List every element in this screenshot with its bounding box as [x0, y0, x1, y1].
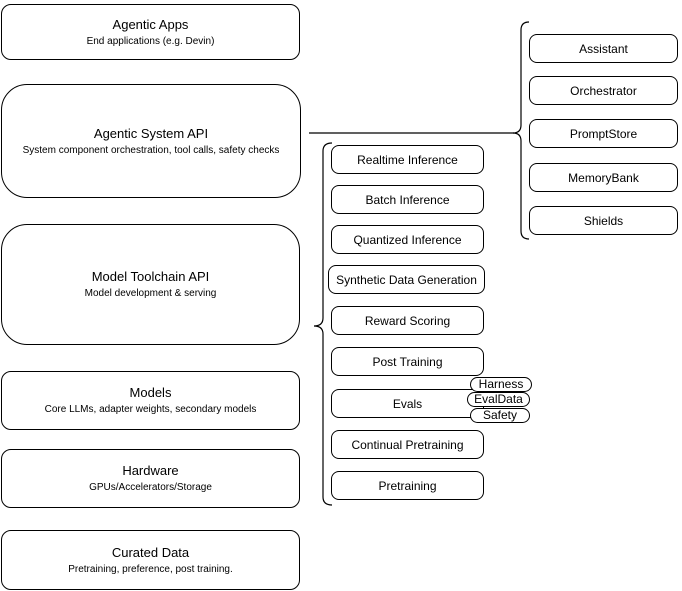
- box-title: Model Toolchain API: [91, 269, 210, 284]
- box-agentic-system-api: Agentic System API System component orch…: [1, 84, 301, 198]
- toolchain-item-quantized-inference: Quantized Inference: [331, 225, 484, 254]
- box-subtitle: GPUs/Accelerators/Storage: [89, 482, 212, 493]
- node-label: Batch Inference: [365, 192, 450, 207]
- eval-pill-harness: Harness: [470, 377, 532, 392]
- toolchain-item-post-training: Post Training: [331, 347, 484, 376]
- box-agentic-apps: Agentic Apps End applications (e.g. Devi…: [1, 4, 300, 60]
- box-hardware: Hardware GPUs/Accelerators/Storage: [1, 449, 300, 508]
- node-label: Reward Scoring: [364, 313, 451, 328]
- system-component-shields: Shields: [529, 206, 678, 235]
- toolchain-item-continual-pretraining: Continual Pretraining: [331, 430, 484, 459]
- pill-label: Harness: [478, 377, 524, 391]
- node-label: Orchestrator: [570, 83, 637, 98]
- system-component-orchestrator: Orchestrator: [529, 76, 678, 105]
- toolchain-item-batch-inference: Batch Inference: [331, 185, 484, 214]
- toolchain-item-realtime-inference: Realtime Inference: [331, 145, 484, 174]
- node-label: MemoryBank: [568, 170, 639, 185]
- toolchain-item-reward-scoring: Reward Scoring: [331, 306, 484, 335]
- box-title: Hardware: [122, 463, 179, 478]
- box-title: Agentic System API: [93, 125, 209, 141]
- box-models: Models Core LLMs, adapter weights, secon…: [1, 371, 300, 430]
- node-label: PromptStore: [569, 126, 638, 141]
- eval-pill-safety: Safety: [470, 408, 530, 423]
- box-title: Models: [129, 385, 172, 400]
- node-label: Realtime Inference: [357, 152, 458, 167]
- system-component-assistant: Assistant: [529, 34, 678, 63]
- box-subtitle: End applications (e.g. Devin): [86, 35, 215, 47]
- box-subtitle: Model development & serving: [84, 288, 217, 299]
- pill-label: Safety: [482, 408, 518, 422]
- node-label: Evals: [392, 396, 423, 411]
- node-label: Quantized Inference: [353, 232, 462, 247]
- node-label: Post Training: [372, 354, 443, 369]
- node-label: Pretraining: [378, 478, 437, 493]
- node-label: Shields: [583, 213, 624, 228]
- box-title: Agentic Apps: [112, 16, 189, 32]
- pill-label: EvalData: [474, 392, 523, 406]
- toolchain-item-pretraining: Pretraining: [331, 471, 484, 500]
- toolchain-brace: [313, 142, 333, 506]
- system-component-memorybank: MemoryBank: [529, 163, 678, 192]
- box-subtitle: System component orchestration, tool cal…: [22, 144, 280, 156]
- box-curated-data: Curated Data Pretraining, preference, po…: [1, 530, 300, 590]
- system-components-brace: [512, 21, 530, 240]
- eval-pill-evaldata: EvalData: [467, 392, 530, 407]
- box-model-toolchain-api: Model Toolchain API Model development & …: [1, 224, 300, 345]
- system-component-promptstore: PromptStore: [529, 119, 678, 148]
- box-subtitle: Core LLMs, adapter weights, secondary mo…: [44, 404, 257, 415]
- toolchain-item-evals: Evals: [331, 389, 484, 418]
- node-label: Synthetic Data Generation: [336, 272, 477, 287]
- node-label: Continual Pretraining: [351, 437, 464, 452]
- toolchain-item-synthetic-data-generation: Synthetic Data Generation: [328, 265, 485, 294]
- node-label: Assistant: [579, 41, 628, 56]
- box-title: Curated Data: [111, 544, 190, 560]
- box-subtitle: Pretraining, preference, post training.: [68, 563, 233, 575]
